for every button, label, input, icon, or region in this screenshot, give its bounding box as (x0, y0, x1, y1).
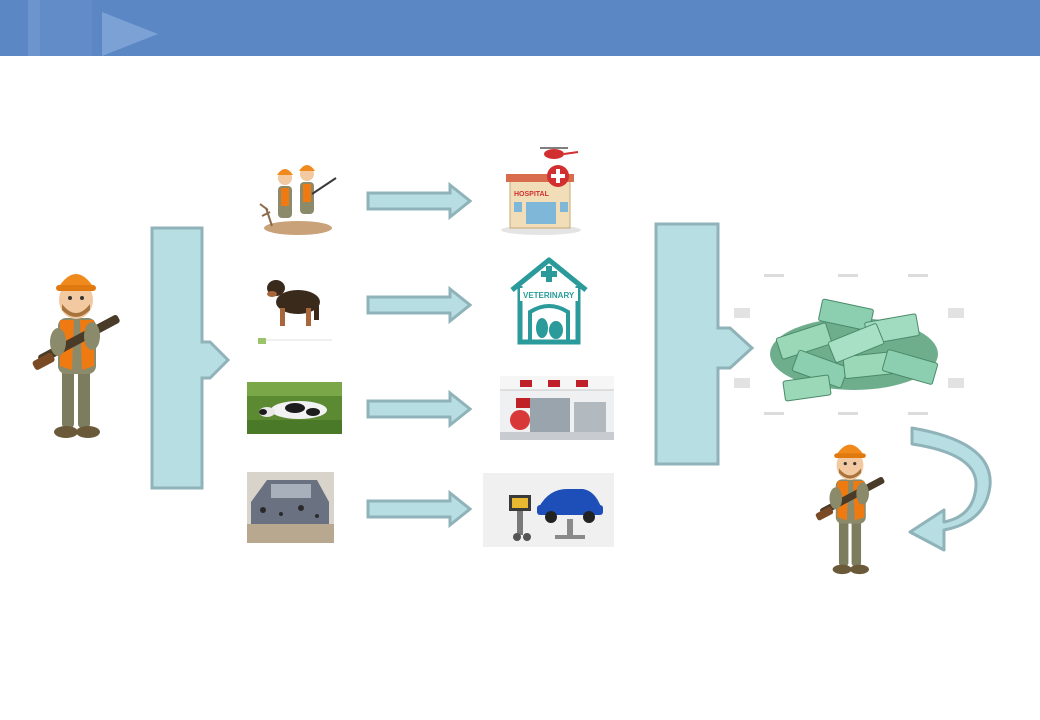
hunter-icon (815, 444, 885, 575)
money-pile-image (734, 274, 966, 416)
dead-cow-image (247, 382, 342, 434)
hunter-figure-left (26, 258, 126, 448)
return-arrow (906, 424, 996, 556)
damaged-car-image (247, 472, 334, 543)
right-arrow-icon (366, 390, 473, 428)
arrow-row-2 (366, 286, 474, 324)
injured-dog-image (254, 262, 336, 346)
banner-decoration (0, 0, 1040, 56)
veterinary-icon: VETERINARY (510, 257, 588, 345)
hospital-sign: HOSPITAL (514, 191, 550, 198)
hunters-with-deer-icon (259, 165, 337, 235)
group-arrow-left (148, 226, 232, 492)
hospital-icon: HOSPITAL (501, 147, 581, 235)
hunting-accident-image (256, 158, 340, 240)
right-arrow-icon (366, 286, 473, 324)
arrow-row-4 (366, 490, 474, 528)
euro-banknotes-icon (734, 274, 964, 415)
veterinary-sign: VETERINARY (523, 291, 575, 300)
right-arrow-icon (366, 490, 473, 528)
right-arrow-icon (366, 182, 473, 220)
veterinary-image: VETERINARY (508, 256, 590, 346)
hunter-icon (32, 274, 120, 438)
meat-processing-icon (500, 376, 614, 440)
meat-processing-image (500, 376, 614, 440)
car-repair-image (483, 473, 614, 547)
arrow-row-3 (366, 390, 474, 428)
bracket-arrow-icon (150, 226, 231, 490)
hospital-image: HOSPITAL (498, 138, 584, 236)
dog-icon (254, 262, 336, 346)
damaged-car-icon (247, 472, 334, 543)
curved-arrow-icon (908, 426, 992, 552)
bracket-arrow-icon (654, 222, 755, 466)
header-banner (0, 0, 1040, 56)
cow-on-grass-icon (247, 382, 342, 434)
arrow-row-1 (366, 182, 474, 220)
group-arrow-right (652, 222, 756, 468)
hunter-figure-right (810, 432, 890, 582)
car-repair-icon (483, 473, 614, 547)
